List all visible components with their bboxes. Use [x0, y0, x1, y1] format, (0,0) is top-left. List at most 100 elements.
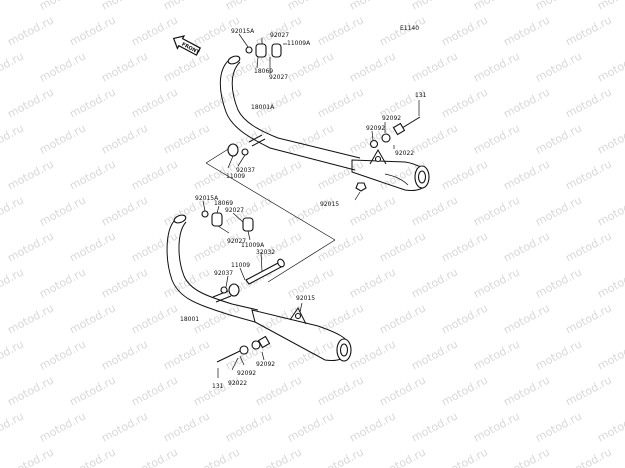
watermark-text: motod.ru: [37, 337, 88, 372]
label-131-top: 131: [415, 92, 427, 99]
watermark-text: motod.ru: [191, 445, 242, 468]
watermark-text: motod.ru: [161, 121, 212, 156]
label-11009A-top: 11009A: [287, 40, 311, 47]
balance-pipe: [220, 251, 285, 297]
watermark-text: motod.ru: [285, 121, 336, 156]
upper-pipe-joint-parts: [227, 143, 249, 169]
watermark-text: motod.ru: [161, 409, 212, 444]
watermark-text: motod.ru: [563, 157, 614, 192]
watermark-text: motod.ru: [533, 337, 584, 372]
upper-clamp-parts: [238, 33, 287, 74]
watermark-text: motod.ru: [409, 49, 460, 84]
watermark-text: motod.ru: [129, 85, 180, 120]
watermark-text: motod.ru: [377, 229, 428, 264]
watermark-text: motod.ru: [161, 0, 212, 13]
watermark-text: motod.ru: [191, 85, 242, 120]
label-92027-top-2: 92027: [269, 74, 288, 81]
label-131-bottom: 131: [212, 383, 224, 390]
watermark-text: motod.ru: [315, 85, 366, 120]
label-92022-bottom: 92022: [228, 380, 247, 387]
watermark-text: motod.ru: [563, 301, 614, 336]
label-92015A-top: 92015A: [231, 28, 255, 35]
watermark-text: motod.ru: [285, 0, 336, 13]
watermark-text: motod.ru: [439, 13, 490, 48]
watermark-text: motod.ru: [99, 337, 150, 372]
watermark-text: motod.ru: [563, 373, 614, 408]
watermark-text: motod.ru: [501, 373, 552, 408]
watermark-text: motod.ru: [37, 49, 88, 84]
watermark-text: motod.ru: [595, 0, 625, 13]
label-92015A-bottom: 92015A: [195, 195, 219, 202]
watermark-text: motod.ru: [501, 85, 552, 120]
label-92027-bottom-2: 92027: [227, 238, 246, 245]
watermark-text: motod.ru: [439, 85, 490, 120]
lower-exhaust-pipe: [166, 214, 259, 323]
watermark-text: motod.ru: [37, 193, 88, 228]
watermark-text: motod.ru: [253, 301, 304, 336]
watermark-text: motod.ru: [471, 409, 522, 444]
watermark-text: motod.ru: [67, 13, 118, 48]
label-92092-top-2: 92092: [366, 125, 385, 132]
watermark-text: motod.ru: [161, 49, 212, 84]
label-18001A: 18001A: [251, 104, 275, 111]
label-92022-top: 92022: [395, 150, 414, 157]
label-11009A-bottom: 11009A: [241, 242, 265, 249]
watermark-text: motod.ru: [471, 121, 522, 156]
label-18069-top: 18069: [254, 68, 273, 75]
watermark-text: motod.ru: [99, 265, 150, 300]
watermark-text: motod.ru: [347, 193, 398, 228]
watermark-text: motod.ru: [129, 229, 180, 264]
watermark-text: motod.ru: [0, 49, 26, 84]
watermark-text: motod.ru: [99, 121, 150, 156]
label-18001: 18001: [180, 316, 199, 323]
watermark-text: motod.ru: [409, 337, 460, 372]
watermark-text: motod.ru: [99, 193, 150, 228]
label-92092-bottom-2: 92092: [237, 370, 256, 377]
watermark-text: motod.ru: [0, 265, 26, 300]
watermark-text: motod.ru: [37, 409, 88, 444]
watermark-text: motod.ru: [99, 409, 150, 444]
lower-clamp-parts: [201, 200, 254, 241]
upper-mount-bolt-parts: [354, 100, 421, 201]
watermark-text: motod.ru: [129, 301, 180, 336]
watermark-text: motod.ru: [501, 157, 552, 192]
watermark-text: motod.ru: [595, 337, 625, 372]
watermark-text: motod.ru: [315, 13, 366, 48]
label-32032: 32032: [256, 249, 275, 256]
watermark-text: motod.ru: [595, 193, 625, 228]
watermark-text: motod.ru: [347, 265, 398, 300]
watermark-text: motod.ru: [595, 409, 625, 444]
label-11009-bottom: 11009: [231, 262, 250, 269]
watermark-text: motod.ru: [5, 13, 56, 48]
watermark-text: motod.ru: [5, 157, 56, 192]
watermark-text: motod.ru: [471, 49, 522, 84]
watermark-text: motod.ru: [439, 445, 490, 468]
label-92037-bottom: 92037: [214, 270, 233, 277]
watermark-text: motod.ru: [315, 301, 366, 336]
watermark-text: motod.ru: [67, 301, 118, 336]
watermark-text: motod.ru: [161, 337, 212, 372]
watermark-text: motod.ru: [285, 409, 336, 444]
label-18069-bottom: 18069: [214, 200, 233, 207]
watermark-text: motod.ru: [471, 265, 522, 300]
watermark-text: motod.ru: [129, 13, 180, 48]
watermark-text: motod.ru: [5, 229, 56, 264]
watermark-text: motod.ru: [595, 265, 625, 300]
label-92092-top-1: 92092: [382, 115, 401, 122]
watermark-text: motod.ru: [67, 445, 118, 468]
watermark-text: motod.ru: [0, 0, 26, 13]
lower-muffler: [251, 307, 352, 362]
watermark-text: motod.ru: [99, 49, 150, 84]
watermark-text: motod.ru: [67, 85, 118, 120]
label-92027-top-1: 92027: [270, 32, 289, 39]
upper-muffler: [351, 148, 430, 191]
watermark-text: motod.ru: [191, 229, 242, 264]
watermark-text: motod.ru: [129, 373, 180, 408]
watermark-text: motod.ru: [37, 265, 88, 300]
watermark-text: motod.ru: [285, 193, 336, 228]
watermark-text: motod.ru: [37, 121, 88, 156]
label-92015-bottom: 92015: [296, 295, 315, 302]
watermark-text: motod.ru: [5, 301, 56, 336]
watermark-text: motod.ru: [0, 409, 26, 444]
watermark-text: motod.ru: [533, 193, 584, 228]
